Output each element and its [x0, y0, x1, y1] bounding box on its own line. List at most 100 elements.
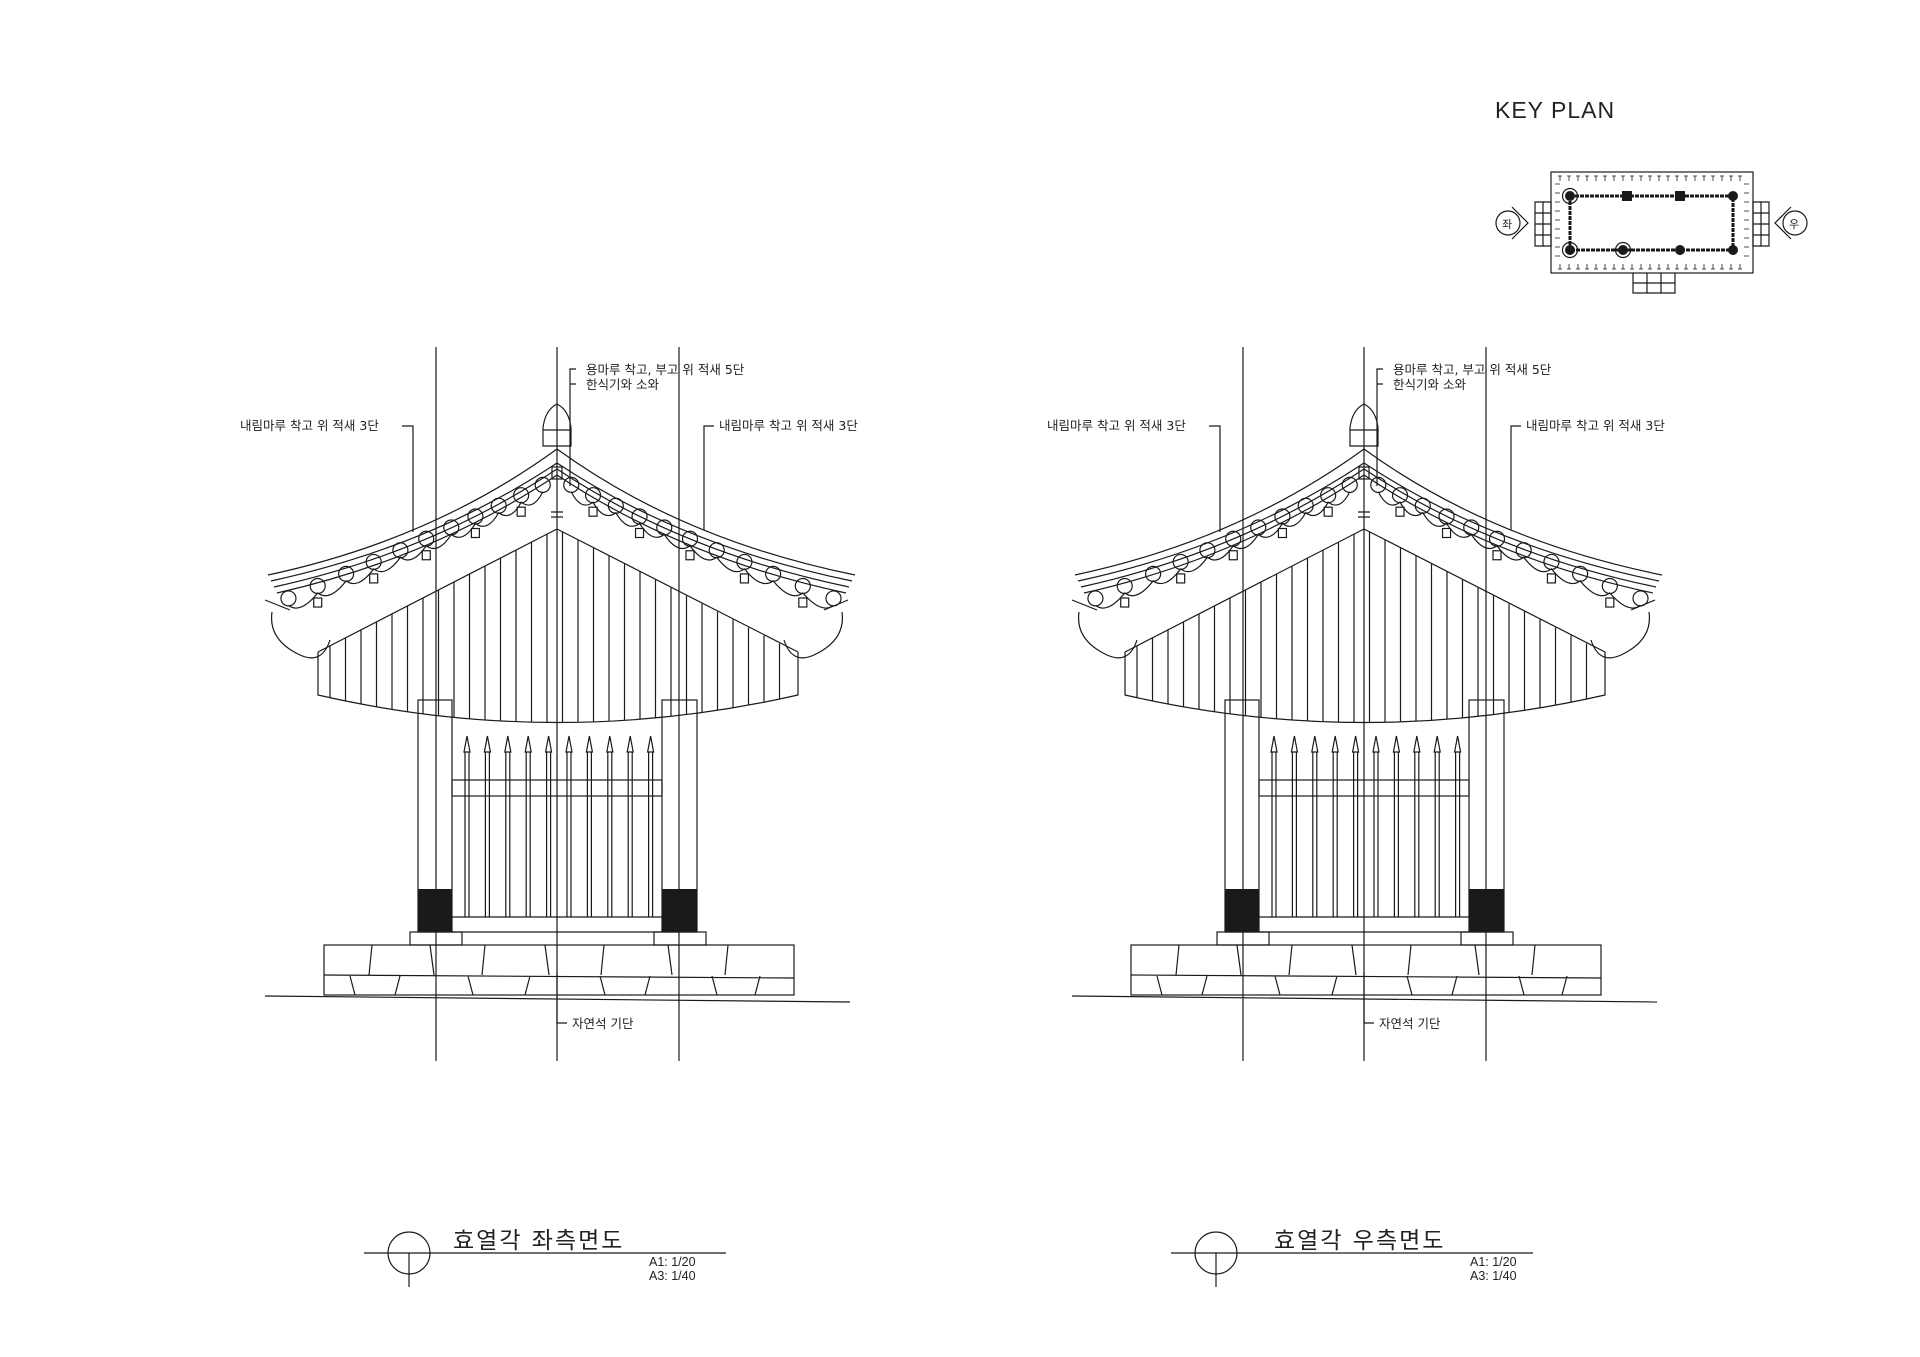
- roof-tile-scallop: [288, 491, 544, 609]
- plan-column: [1565, 245, 1575, 255]
- plan-steps-right: [1752, 201, 1770, 247]
- stone-base: [1130, 944, 1602, 996]
- fence-spike: [606, 735, 614, 917]
- plan-column-ring: [1561, 187, 1579, 205]
- roof-tile-roll: [1632, 590, 1649, 607]
- roof-ridge-line: [1077, 462, 1660, 582]
- leader-hip-right: [703, 425, 714, 530]
- plan-column-ring: [1614, 241, 1632, 259]
- note-hip-left: 내림마루 착고 위 적새 3단: [1047, 418, 1186, 433]
- fence-spike: [1351, 735, 1360, 917]
- left-marker-label: 좌: [1502, 218, 1512, 231]
- plan-wall: [1568, 194, 1735, 252]
- right-view-marker: 우: [1774, 206, 1808, 240]
- leader-hip-left: [1209, 425, 1221, 532]
- roof-tile-roll: [490, 497, 507, 514]
- note-hip-right: 내림마루 착고 위 적새 3단: [1526, 418, 1665, 433]
- plan-column-square: [1675, 191, 1685, 201]
- gable-top-edge: [317, 528, 799, 653]
- roof-tile-bracket: [1395, 506, 1405, 517]
- eave-end: [1590, 611, 1651, 659]
- fence-spike: [524, 735, 532, 917]
- view-marker-circle: [1782, 210, 1808, 236]
- fence-spike: [1392, 735, 1401, 917]
- fence-middle-rail: [1258, 779, 1470, 797]
- roof-tile-bracket: [369, 573, 379, 584]
- roof-tile-roll: [513, 487, 530, 504]
- roof-tile-bracket: [739, 573, 750, 584]
- fence-spike: [626, 735, 634, 917]
- gable-outline: [1124, 652, 1606, 724]
- stone-joints: [1130, 944, 1602, 996]
- scale-a1: A1: 1/20: [649, 1255, 696, 1269]
- fence-spike: [1331, 735, 1339, 917]
- right-elevation: 용마루 착고, 부고 위 적새 5단 한식기와 소와 내림마루 착고 위 적새 …: [1047, 347, 1665, 1287]
- leader-base: [556, 972, 567, 1024]
- note-ridge: 용마루 착고, 부고 위 적새 5단: [586, 362, 745, 377]
- roof-tile-roll: [794, 577, 811, 595]
- roof-ridge-line: [1083, 474, 1654, 594]
- roof-tile-bracket: [1492, 550, 1502, 561]
- roof-tile-bracket: [685, 550, 695, 561]
- view-marker-arrow: [1511, 206, 1529, 240]
- roof-tile-roll: [1320, 487, 1337, 504]
- note-ridge: 용마루 착고, 부고 위 적새 5단: [1393, 362, 1552, 377]
- note-tile: 한식기와 소와: [1393, 377, 1466, 392]
- plan-column-square: [1622, 191, 1632, 201]
- fence-spike: [1311, 735, 1319, 917]
- gable-mark: [551, 511, 563, 518]
- column-plinth: [1460, 931, 1514, 946]
- roof-ridge-line: [1080, 468, 1657, 588]
- roof-tile-roll: [736, 553, 753, 571]
- note-tile: 한식기와 소와: [586, 377, 659, 392]
- roof-tile-roll: [1116, 577, 1133, 595]
- column-base-band: [1225, 889, 1259, 932]
- gable-top-edge: [1124, 528, 1606, 653]
- column-base-band: [1469, 889, 1504, 932]
- left-elevation: 용마루 착고, 부고 위 적새 5단 한식기와 소와 내림마루 착고 위 적새 …: [240, 347, 858, 1287]
- leader-ridge: [569, 368, 576, 486]
- roof-tile-roll: [280, 590, 297, 607]
- roof-tile-bracket: [1228, 550, 1238, 561]
- roof-tile-bracket: [313, 597, 323, 608]
- roof-tile-bracket: [588, 506, 598, 517]
- fence-spike: [646, 735, 655, 917]
- roof-tile-roll: [1414, 497, 1431, 514]
- roof-tile-scallop: [570, 491, 834, 609]
- elevation-title: 효열각 우측면도: [1274, 1228, 1445, 1254]
- roof-ridge-line: [267, 448, 856, 576]
- roof-tile-roll: [309, 577, 326, 595]
- fence-spike: [1413, 735, 1421, 917]
- fence-spike: [1290, 735, 1299, 917]
- roof-tile-scallop: [1095, 491, 1351, 609]
- fence-spike: [544, 735, 553, 917]
- plan-column: [1728, 191, 1738, 201]
- note-base: 자연석 기단: [572, 1016, 634, 1031]
- plan-column: [1728, 245, 1738, 255]
- plan-column: [1675, 245, 1685, 255]
- plan-eave-ticks: [1555, 175, 1749, 270]
- roof-tile-roll: [1543, 553, 1560, 571]
- view-marker-arrow: [1774, 206, 1792, 240]
- plan-steps-front: [1632, 273, 1676, 294]
- fence-spike: [463, 735, 471, 917]
- right-marker-label: 우: [1789, 218, 1799, 231]
- plan-steps-left: [1534, 201, 1552, 247]
- scale-a3: A3: 1/40: [1470, 1269, 1517, 1283]
- roof-tile-bracket: [1323, 506, 1333, 517]
- elevation-drawing: [1071, 347, 1663, 1287]
- gable-mark: [1358, 511, 1370, 518]
- roof-tile-roll: [1087, 590, 1104, 607]
- roof-tile-bracket: [1176, 573, 1186, 584]
- fence-spike: [483, 735, 492, 917]
- note-base: 자연석 기단: [1379, 1016, 1441, 1031]
- roof-tile-bracket: [1120, 597, 1130, 608]
- roof-ridge-line: [273, 468, 850, 588]
- fence-spike: [565, 735, 573, 917]
- roof-tile-bracket: [516, 506, 526, 517]
- roof-ridge-line: [276, 474, 847, 594]
- eave-end: [270, 611, 331, 659]
- key-plan-title: KEY PLAN: [1495, 97, 1615, 123]
- key-plan: KEY PLAN 좌 우: [1495, 97, 1808, 294]
